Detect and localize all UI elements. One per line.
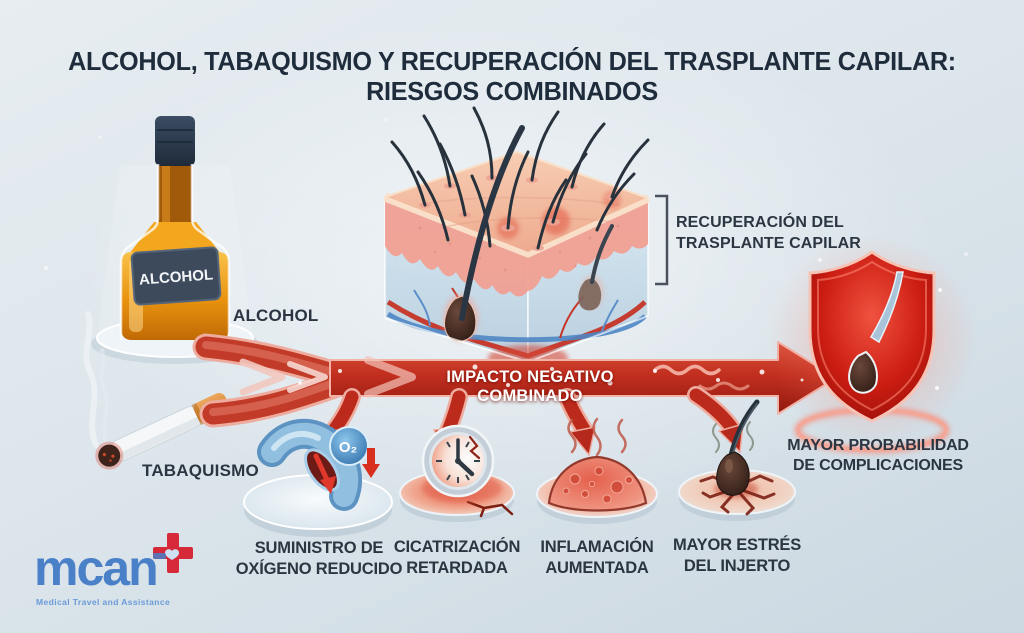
- svg-text:O₂: O₂: [339, 439, 357, 456]
- delayed-clock-icon: [399, 424, 515, 522]
- effect-label-graft-stress: MAYOR ESTRÉS DEL INJERTO: [672, 536, 802, 575]
- impact-arrow-label: IMPACTO NEGATIVO COMBINADO: [446, 368, 614, 405]
- smoke-wisps: [83, 311, 109, 448]
- logo-cross-icon: [153, 533, 193, 573]
- hair-strands: [390, 106, 650, 250]
- effect-label-oxygen: SUMINISTRO DE OXÍGENO REDUCIDO: [235, 539, 403, 578]
- effect-label-healing: CICATRIZACIÓN RETARDADA: [393, 538, 521, 577]
- mcan-logo: mcan Medical Travel and Assistance: [34, 533, 214, 613]
- oxygen-down-arrow-icon: [362, 448, 380, 478]
- bottle-label-text: ALCOHOL: [139, 266, 214, 288]
- recovery-bracket: [655, 194, 669, 286]
- page-title-line1: ALCOHOL, TABAQUISMO Y RECUPERACIÓN DEL T…: [68, 46, 956, 76]
- constricted-blood-vessel-icon: O₂: [243, 418, 393, 537]
- skin-graft-cube-illustration: [383, 106, 650, 371]
- whiskey-bottle-illustration: ALCOHOL: [91, 116, 259, 364]
- background-sparkles: [43, 118, 968, 271]
- tobacco-caption: TABAQUISMO: [142, 461, 259, 480]
- o2-badge: O₂: [329, 426, 369, 466]
- red-shield-broken-follicle-icon: [767, 235, 977, 454]
- page-title: ALCOHOL, TABAQUISMO Y RECUPERACIÓN DEL T…: [15, 46, 1008, 106]
- stressed-follicle-icon: [678, 399, 796, 521]
- effect-label-inflammation: INFLAMACIÓN AUMENTADA: [540, 538, 654, 577]
- logo-wordmark: mcan: [34, 540, 159, 596]
- alcohol-caption: ALCOHOL: [233, 306, 319, 325]
- inflamed-bump-icon: [536, 417, 658, 524]
- logo-tagline: Medical Travel and Assistance: [36, 597, 171, 607]
- recovery-caption: RECUPERACIÓN DEL TRASPLANTE CAPILAR: [676, 214, 861, 252]
- outcome-label: MAYOR PROBABILIDAD DE COMPLICACIONES: [787, 437, 969, 474]
- page-title-line2: RIESGOS COMBINADOS: [366, 76, 658, 107]
